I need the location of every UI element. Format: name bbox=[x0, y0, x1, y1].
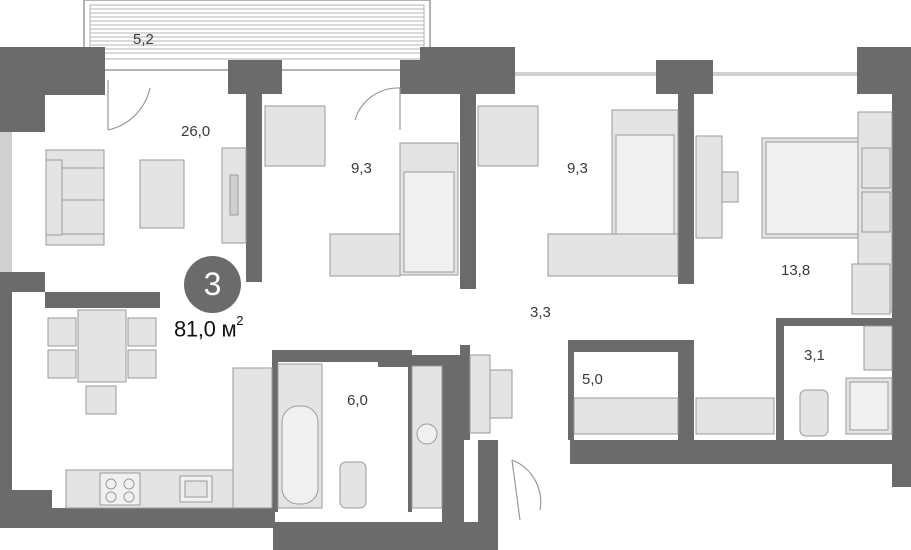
balcony bbox=[83, 0, 431, 71]
rooms-count-badge: 3 bbox=[184, 256, 241, 313]
total-area: 81,0 м2 bbox=[174, 313, 244, 342]
area-label-living-kitchen: 26,0 bbox=[181, 123, 210, 140]
walls bbox=[0, 47, 911, 550]
total-area-value: 81,0 bbox=[174, 316, 216, 342]
area-unit: м bbox=[221, 316, 237, 342]
furniture bbox=[45, 105, 893, 509]
area-label-bedroom-1: 9,3 bbox=[351, 160, 372, 177]
area-label-balcony: 5,2 bbox=[133, 31, 154, 48]
area-label-bedroom-master: 13,8 bbox=[781, 262, 810, 279]
area-label-bedroom-2: 9,3 bbox=[567, 160, 588, 177]
room-labels: 5,2 26,0 9,3 9,3 13,8 3,3 6,0 5,0 3,1 bbox=[133, 31, 825, 409]
area-label-bathroom: 6,0 bbox=[347, 392, 368, 409]
area-label-closet: 5,0 bbox=[582, 371, 603, 388]
area-label-wc: 3,1 bbox=[804, 347, 825, 364]
area-unit-power: 2 bbox=[236, 313, 244, 328]
area-label-hallway: 3,3 bbox=[530, 304, 551, 321]
doors bbox=[107, 80, 542, 521]
